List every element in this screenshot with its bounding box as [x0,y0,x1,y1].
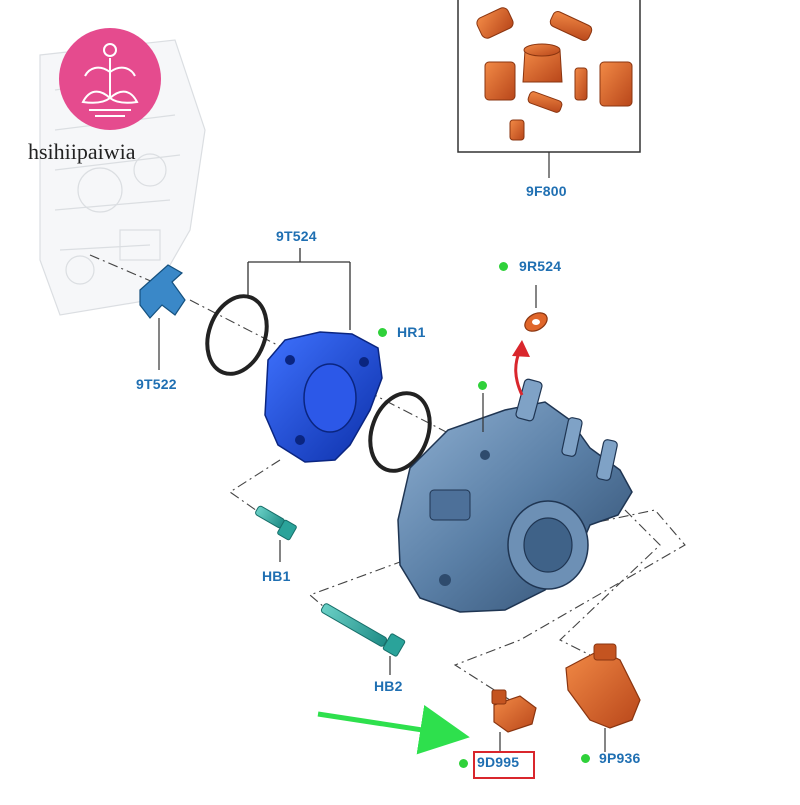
coupling-9T522 [139,264,186,370]
callout-dot-9R524 [499,262,508,271]
bolt-HB1 [255,505,297,562]
label-coupling-9T522: 9T522 [136,376,177,392]
valve-9P936 [565,643,641,752]
label-valve-9P936: 9P936 [599,750,641,766]
washer-9R524 [524,285,548,332]
sensor-9D995 [491,689,537,752]
label-washer-9R524: 9R524 [519,258,562,274]
callout-dot-9D995 [459,759,468,768]
label-sensor-9D995: 9D995 [477,754,520,770]
label-bolt-HB1: HB1 [262,568,291,584]
callout-dot-pump [478,381,487,390]
highlight-box-9D995 [473,751,535,779]
callout-dot-9P936 [581,754,590,763]
kit-box-9F800 [457,0,641,178]
lotus-icon [81,43,139,117]
label-bolt-HB2: HB2 [374,678,403,694]
label-HR1: HR1 [397,324,426,340]
blue-housing [264,331,383,463]
seal-pair-bracket [247,248,351,330]
label-seal-pair-9T524: 9T524 [276,228,317,244]
o-rings [205,294,432,473]
bolt-HB2 [320,603,406,675]
label-kit-9F800: 9F800 [526,183,567,199]
lotus-yoga-logo [59,28,161,130]
fuel-pump [397,378,633,613]
red-arrow [514,349,524,396]
watermark-brand-text: hsihiipaiwia [28,139,136,164]
green-arrow [317,704,470,755]
callout-dot-HR1 [378,328,387,337]
